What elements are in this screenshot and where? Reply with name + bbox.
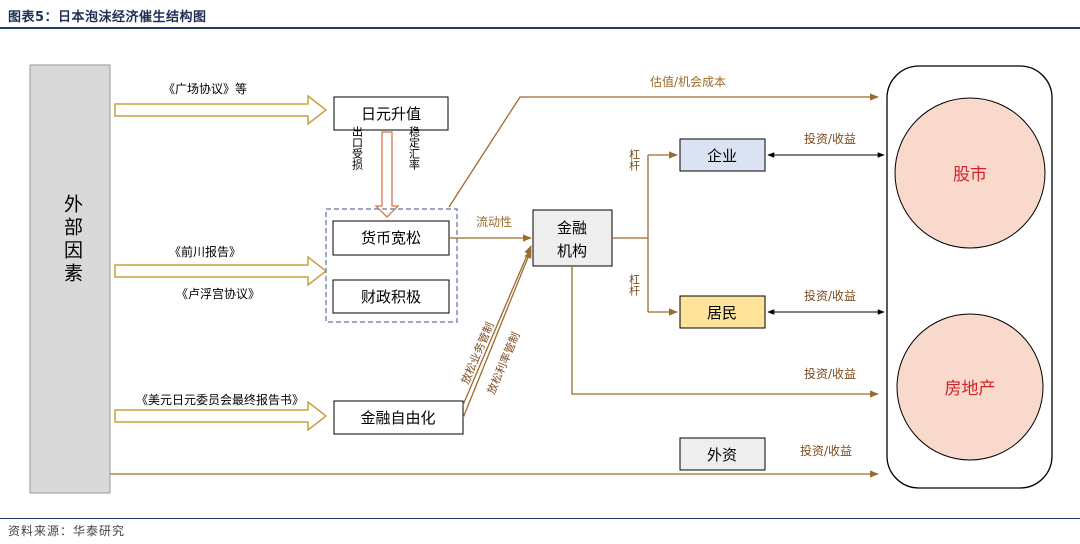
node-financial-liberalization-label: 金融自由化	[360, 409, 435, 427]
node-stock-market	[894, 97, 1046, 249]
label-inv-return-foreign: 投资/收益	[800, 443, 852, 458]
label-inv-return-enterprise: 投资/收益	[804, 131, 856, 146]
label-inv-return-fin: 投资/收益	[804, 366, 856, 381]
node-monetary-easing-label: 货币宽松	[361, 229, 421, 247]
node-yen-appreciation-label: 日元升值	[361, 105, 421, 123]
external-factors-panel	[29, 64, 111, 494]
label-yen-dollar-report: 《美元日元委员会最终报告书》	[136, 392, 304, 407]
node-enterprise-label: 企业	[707, 147, 737, 165]
source-note: 资料来源：华泰研究	[8, 524, 126, 538]
label-louvre-accord: 《卢浮宫协议》	[176, 286, 260, 301]
figure-title: 图表5：日本泡沫经济催生结构图	[8, 10, 207, 25]
label-inv-return-resident: 投资/收益	[804, 288, 856, 303]
label-valuation: 估值/机会成本	[650, 74, 726, 89]
label-leverage-top: 杠杆	[628, 149, 641, 172]
arrow-dereg-rate	[462, 249, 532, 419]
node-yen-appreciation	[333, 96, 449, 131]
double-arrow-plaza	[114, 94, 328, 126]
top-rule	[0, 27, 1080, 29]
node-foreign-capital-label: 外资	[707, 446, 737, 464]
external-factors-char-1: 外部因素	[61, 194, 83, 286]
node-fin-inst-line2: 机构	[557, 242, 587, 260]
arrow-dereg-business	[462, 245, 532, 406]
arrow-valuation	[448, 93, 879, 208]
node-fiscal-active-label: 财政积极	[361, 288, 421, 306]
double-arrow-yen-dollar	[114, 400, 328, 432]
node-financial-liberalization	[333, 400, 464, 435]
node-real-estate	[896, 313, 1044, 461]
node-foreign-capital	[679, 437, 766, 471]
label-leverage-bottom: 杠杆	[628, 274, 641, 297]
node-real-estate-label: 房地产	[945, 379, 996, 399]
node-fiscal-active	[332, 279, 450, 314]
arrow-yen-to-easing	[374, 131, 400, 218]
node-financial-institutions	[532, 209, 613, 267]
label-stable-fx: 稳定汇率	[408, 125, 421, 171]
label-maekawa-report: 《前川报告》	[169, 244, 241, 259]
node-fin-inst-line1: 金融	[557, 219, 587, 237]
node-enterprise	[679, 138, 766, 172]
node-stock-market-label: 股市	[953, 165, 987, 185]
label-export-loss: 出口受损	[351, 125, 364, 171]
bottom-rule	[0, 518, 1080, 519]
policy-group	[325, 208, 458, 323]
node-resident-label: 居民	[707, 304, 737, 322]
double-arrow-maekawa	[114, 255, 328, 287]
arrow-fin-inst-market	[571, 266, 879, 398]
label-liquidity: 流动性	[476, 215, 512, 229]
label-plaza-accord: 《广场协议》等	[163, 81, 247, 96]
node-resident	[679, 295, 766, 329]
